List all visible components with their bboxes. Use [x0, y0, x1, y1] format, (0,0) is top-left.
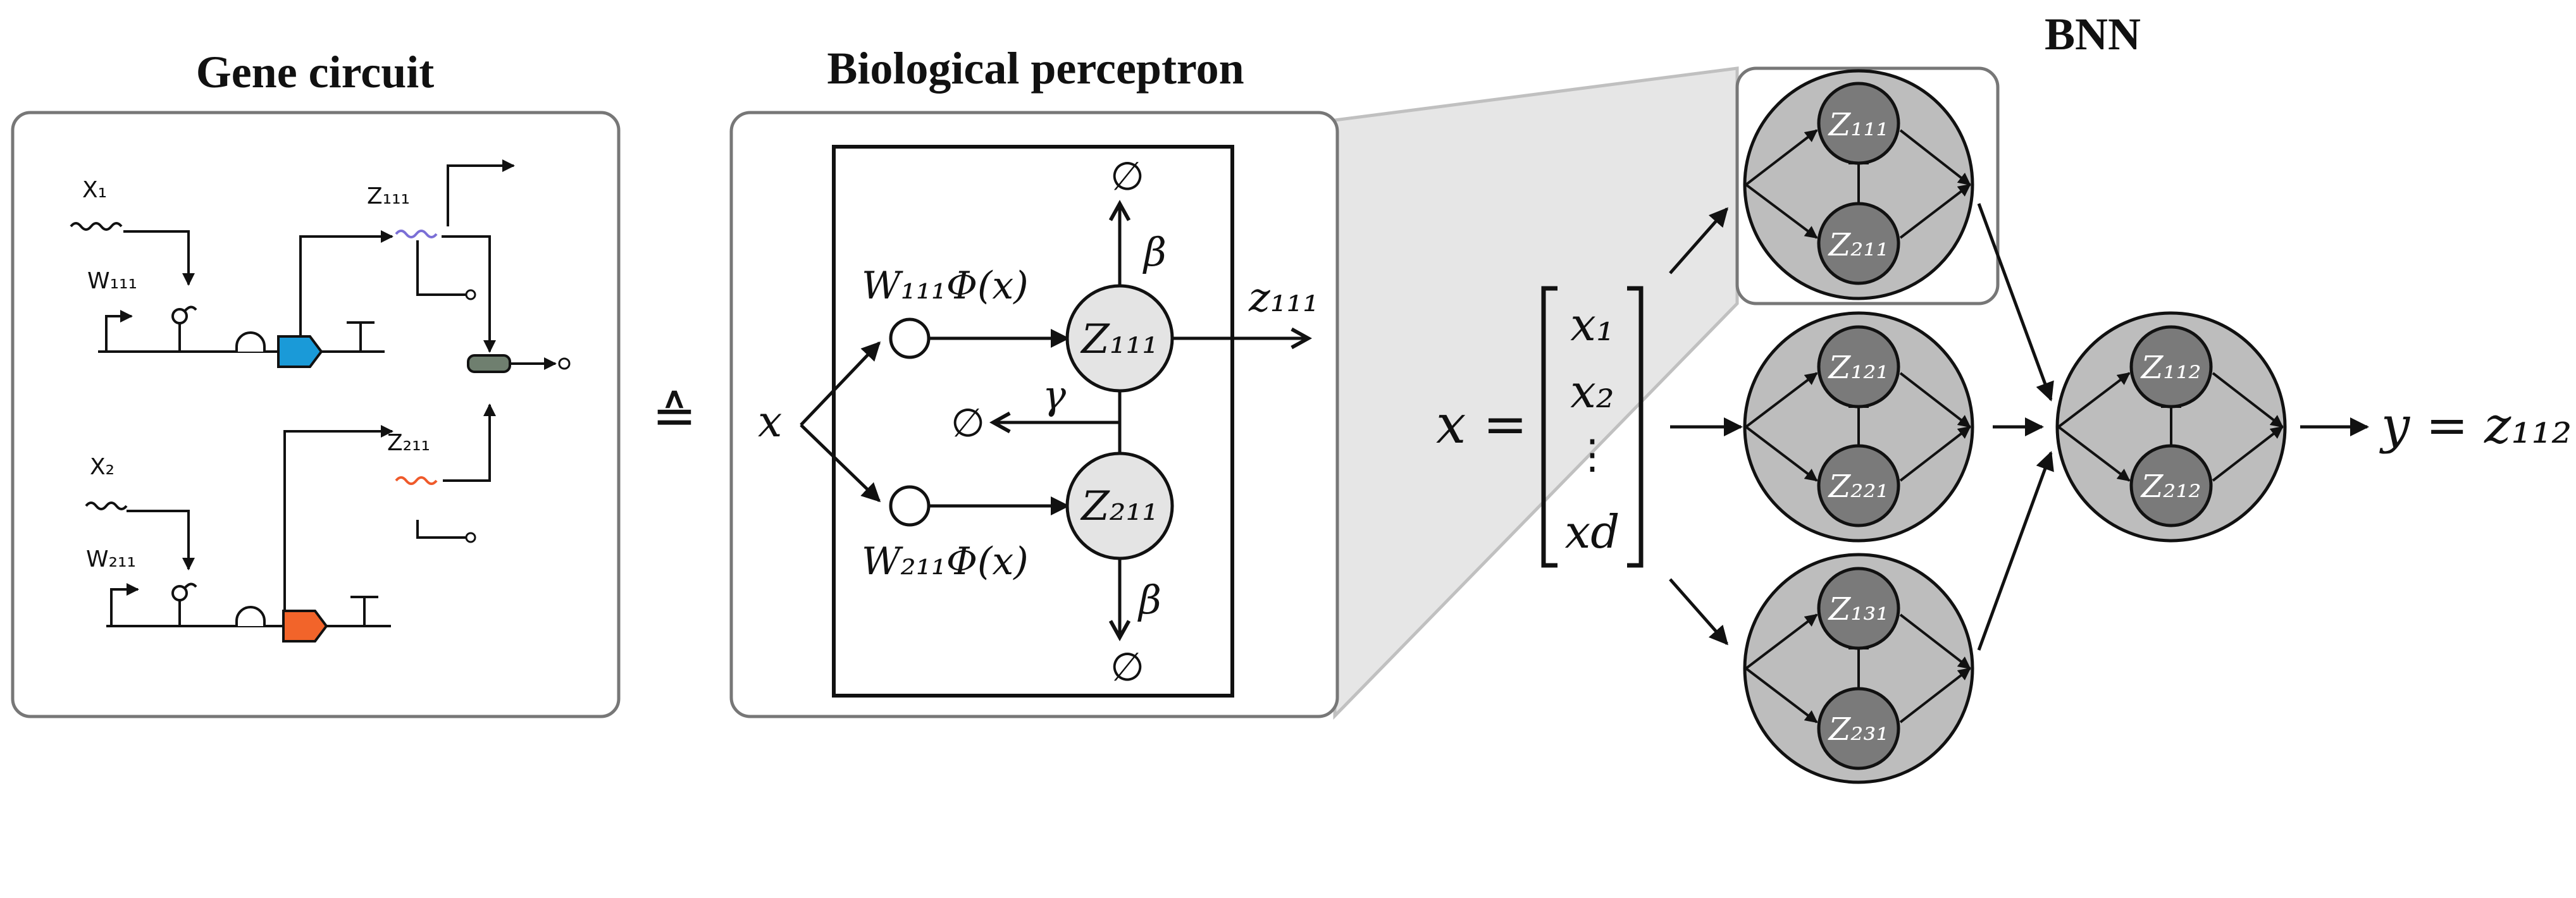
- output-z111-label: Z₁₁₁: [367, 183, 410, 209]
- protein-product-icon: [467, 354, 511, 373]
- rbs2-icon: [235, 606, 266, 626]
- unit1-bottom-label: Z₂₁₁: [1828, 226, 1889, 263]
- unit1-top-label: Z₁₁₁: [1828, 106, 1889, 143]
- mrna1-wave: [395, 230, 438, 238]
- gamma-label: γ: [1043, 372, 1067, 418]
- degradation2-icon: [465, 532, 476, 543]
- gene-circuit-title: Gene circuit: [196, 47, 435, 97]
- perceptron-title: Biological perceptron: [827, 43, 1244, 94]
- unit3-top-label: Z₁₃₁: [1828, 591, 1889, 627]
- weight-node-1: [889, 317, 931, 359]
- node-z111-label: Z₁₁₁: [1080, 316, 1158, 363]
- unit4-bottom-label: Z₂₁₂: [2140, 468, 2201, 505]
- rbs1-icon: [235, 331, 266, 352]
- input-x1-label: X₁: [82, 177, 107, 203]
- output-z211-label: Z₂₁₁: [387, 430, 430, 456]
- unit4-top-label: Z₁₁₂: [2140, 349, 2201, 386]
- input-x1-wave: [70, 222, 123, 231]
- riboswitch1-icon: [171, 305, 197, 352]
- bnn-unit-2: Z₁₂₁ Z₂₂₁: [1743, 311, 1974, 543]
- empty-set-top: ∅: [1110, 153, 1144, 199]
- bnn-output-label: y = z₁₁₂: [2379, 396, 2572, 455]
- input-vector-lhs: x =: [1436, 393, 1527, 455]
- promoter2-icon: [110, 583, 139, 626]
- vector-entry-x2: x₂: [1570, 365, 1614, 418]
- vector-entry-xd: xd: [1565, 505, 1620, 558]
- cds2-icon: [282, 610, 328, 643]
- zoom-funnel: [1333, 66, 1739, 720]
- empty-set-mid: ∅: [951, 400, 985, 446]
- terminator1-icon: [347, 321, 375, 352]
- beta-bottom: β: [1137, 577, 1161, 623]
- degradation-product-icon: [558, 357, 571, 370]
- promoter1-icon: [105, 310, 133, 352]
- gene-circuit-panel: X₁ W₁₁₁ Z₁₁₁ X₂ W₂₁₁: [11, 111, 621, 718]
- input-x2-wave: [85, 501, 128, 510]
- perceptron-panel: x W₁₁₁Φ(x) W₂₁₁Φ(x) Z₁₁₁ Z₂₁₁ ∅ β ∅ β ∅ …: [729, 111, 1339, 718]
- bnn-title: BNN: [2045, 9, 2141, 59]
- bnn-unit-1: Z₁₁₁ Z₂₁₁: [1743, 69, 1974, 300]
- terminator2-icon: [350, 596, 378, 626]
- node-z211-label: Z₂₁₁: [1080, 483, 1158, 530]
- beta-top: β: [1142, 229, 1167, 275]
- unit2-bottom-label: Z₂₂₁: [1828, 468, 1889, 505]
- vector-left-bracket: [1541, 286, 1557, 568]
- degradation1-icon: [465, 289, 476, 300]
- bnn-network: x = x₁ x₂ ⋮ xd Z₁₁₁ Z₂₁₁: [1436, 66, 2572, 784]
- weight-label-2: W₂₁₁Φ(x): [862, 539, 1029, 584]
- unit2-top-label: Z₁₂₁: [1828, 349, 1889, 386]
- input-x2-label: X₂: [90, 454, 115, 480]
- bnn-unit-3: Z₁₃₁ Z₂₃₁: [1743, 553, 1974, 784]
- bnn-unit-4: Z₁₁₂ Z₂₁₂: [2055, 311, 2287, 543]
- perceptron-output-z111: z₁₁₁: [1248, 274, 1319, 321]
- equivalence-symbol: ≙: [652, 384, 697, 446]
- perceptron-input-x: x: [758, 397, 782, 447]
- weight-node-2: [889, 485, 931, 527]
- vector-right-bracket: [1627, 286, 1644, 568]
- weight-w211-label: W₂₁₁: [86, 546, 136, 572]
- vector-entry-dots: ⋮: [1572, 431, 1613, 478]
- weight-w111-label: W₁₁₁: [87, 268, 137, 294]
- weight-label-1: W₁₁₁Φ(x): [862, 264, 1029, 308]
- mrna2-wave: [395, 476, 438, 485]
- unit3-bottom-label: Z₂₃₁: [1828, 711, 1889, 747]
- riboswitch2-icon: [171, 582, 197, 626]
- vector-entry-x1: x₁: [1570, 298, 1614, 351]
- empty-set-bottom: ∅: [1110, 644, 1144, 690]
- cds1-icon: [277, 335, 323, 368]
